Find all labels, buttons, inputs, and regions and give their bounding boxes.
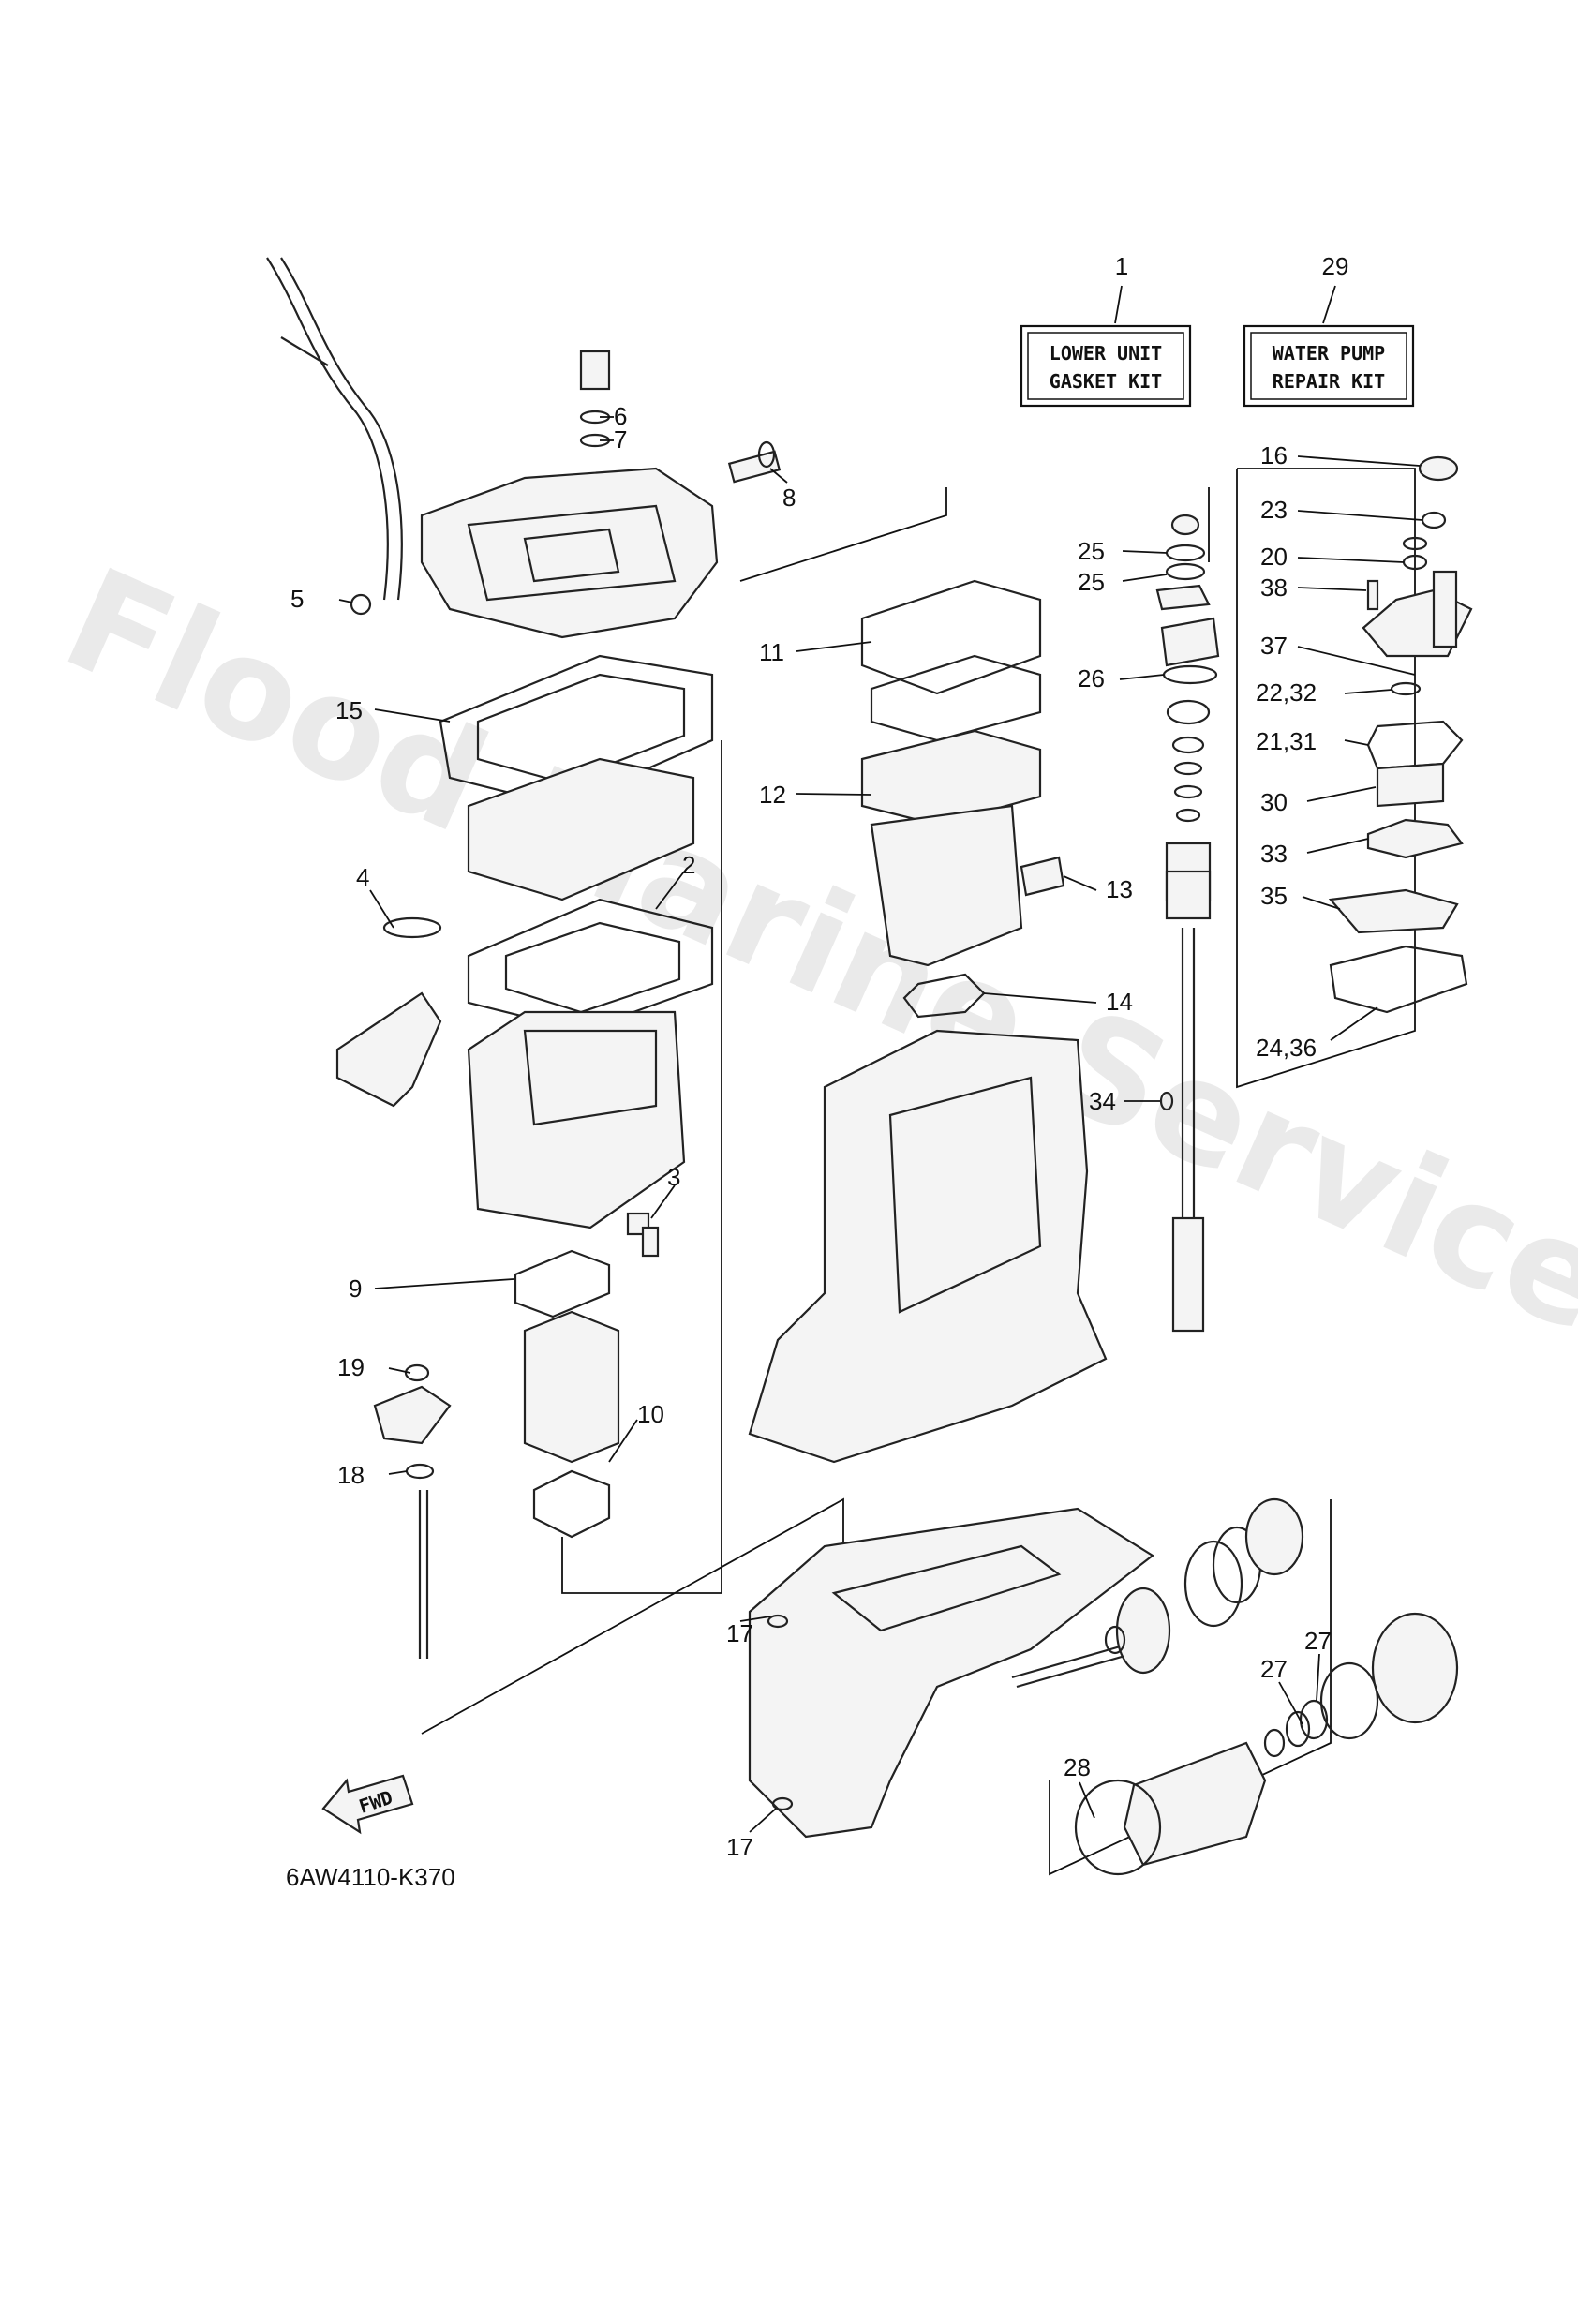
callout-3: 3 (667, 1163, 680, 1191)
callout-20: 20 (1260, 543, 1288, 571)
bolt-3 (626, 1212, 660, 1258)
callout-26: 26 (1078, 664, 1105, 693)
callout-4: 4 (356, 863, 369, 891)
callout-27b: 27 (1304, 1627, 1332, 1655)
callout-14: 14 (1106, 988, 1133, 1016)
callout-11: 11 (759, 638, 784, 666)
callout-12: 12 (759, 781, 786, 809)
callout-25b: 25 (1078, 568, 1105, 596)
kit-water-pump-repair: 29 WATER PUMP REPAIR KIT (1243, 252, 1415, 408)
kit-lower-unit-gasket: 1 LOWER UNIT GASKET KIT (1020, 252, 1192, 408)
callout-17a: 17 (726, 1619, 753, 1647)
gasket-11 (860, 579, 1042, 742)
drive-shaft (1155, 514, 1220, 1333)
callout-13: 13 (1106, 875, 1133, 903)
callout-17b: 17 (726, 1833, 753, 1861)
callout-35: 35 (1260, 882, 1288, 910)
exhaust-plate (467, 757, 695, 901)
kit-29-line2: REPAIR KIT (1273, 370, 1385, 393)
callout-9: 9 (349, 1274, 362, 1303)
callout-labels: 6 7 8 5 15 4 2 3 9 10 19 18 17 17 11 12 … (290, 402, 1332, 1861)
kit-1-line2: GASKET KIT (1050, 370, 1162, 393)
callout-37: 37 (1260, 632, 1288, 660)
gasket-9 (514, 1249, 611, 1318)
callout-33: 33 (1260, 840, 1288, 868)
gearcase (748, 1507, 1154, 1839)
fwd-arrow: FWD (321, 1774, 414, 1835)
callout-27a: 27 (1260, 1655, 1288, 1683)
callout-16: 16 (1260, 441, 1288, 469)
callout-28: 28 (1064, 1753, 1091, 1781)
kit-29-line1: WATER PUMP (1273, 342, 1385, 365)
callout-19: 19 (337, 1353, 365, 1381)
prop-shaft-assembly (1011, 1497, 1459, 1876)
dipstick-tube (266, 257, 403, 616)
callout-15: 15 (335, 696, 363, 724)
callout-6: 6 (614, 402, 627, 430)
callout-30: 30 (1260, 788, 1288, 816)
muffler-10 (523, 1310, 620, 1539)
callout-10: 10 (637, 1400, 664, 1428)
leader-lines (338, 416, 1423, 1833)
callout-24-36: 24,36 (1256, 1034, 1317, 1062)
gasket-2 (467, 898, 714, 1033)
callout-2: 2 (682, 851, 695, 879)
water-pump (1328, 455, 1473, 1014)
callout-34: 34 (1089, 1087, 1116, 1115)
exhaust-manifold (335, 916, 442, 1108)
watermark: Flood Marine Services (42, 538, 1578, 1399)
oil-pan (467, 1010, 686, 1229)
callout-18: 18 (337, 1461, 365, 1489)
callout-7: 7 (614, 425, 627, 454)
diagram-code: 6AW4110-K370 (286, 1863, 455, 1891)
kit-1-line1: LOWER UNIT (1050, 342, 1162, 365)
callout-25a: 25 (1078, 537, 1105, 565)
callout-22-32: 22,32 (1256, 678, 1317, 707)
callout-8: 8 (782, 484, 796, 512)
upper-casing (420, 467, 719, 639)
water-tube-18-19 (373, 1363, 452, 1659)
gasket-15 (439, 654, 714, 808)
midsection-housing (748, 1029, 1108, 1464)
callout-29: 29 (1322, 252, 1349, 280)
callout-21-31: 21,31 (1256, 727, 1317, 755)
extension-12 (860, 729, 1065, 1019)
callout-1: 1 (1115, 252, 1128, 280)
callout-23: 23 (1260, 496, 1288, 524)
callout-38: 38 (1260, 574, 1288, 602)
callout-5: 5 (290, 585, 304, 613)
